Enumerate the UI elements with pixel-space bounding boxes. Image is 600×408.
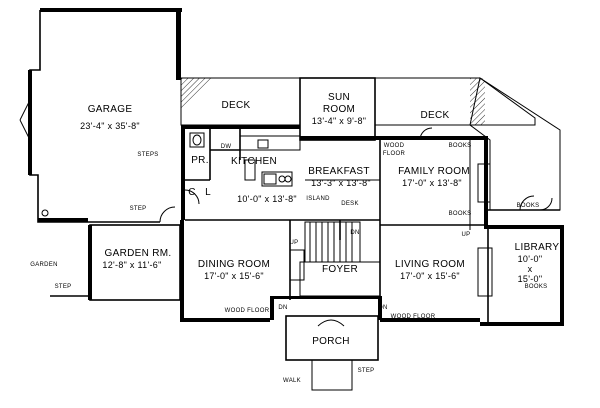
family-room-dims: 17'-0" x 13'-8" (402, 178, 462, 188)
library-label: LIBRARY (515, 242, 560, 253)
library-dims-3: 15'-0" (518, 274, 543, 284)
deck-right-label: DECK (421, 110, 450, 121)
dn-note-1: DN (350, 230, 359, 236)
step-garden-note: STEP (55, 284, 72, 290)
foyer-label: FOYER (322, 264, 358, 275)
closet-l-label: L (205, 187, 211, 198)
library-dims-2: x (528, 264, 533, 274)
up-note-1: UP (290, 240, 299, 246)
garden-room-label: GARDEN RM. (105, 248, 172, 259)
wood-floor-living-note: WOOD FLOOR (391, 314, 436, 320)
step-porch-note: STEP (358, 368, 375, 374)
books-note-4: BOOKS (525, 284, 548, 290)
books-note-1: BOOKS (449, 143, 472, 149)
step-garage-note: STEP (130, 206, 147, 212)
books-note-2: BOOKS (449, 211, 472, 217)
porch (285, 315, 379, 391)
desk-note: DESK (341, 201, 359, 207)
fireplaces (477, 163, 493, 297)
up-note-2: UP (462, 232, 471, 238)
deck-left-label: DECK (222, 100, 251, 111)
kitchen-label: KITCHEN (231, 156, 277, 167)
wood-floor-family-note-2: FLOOR (383, 151, 406, 157)
dw-label: DW (221, 144, 232, 150)
sun-room-label-1: SUN (328, 92, 350, 103)
dining-room-dims: 17'-0" x 15'-6" (204, 271, 264, 281)
steps-note: STEPS (137, 152, 158, 158)
wood-floor-dining-note: WOOD FLOOR (225, 308, 270, 314)
books-note-3: BOOKS (517, 203, 540, 209)
garage (19, 8, 182, 223)
powder-room-label: PR. (191, 155, 209, 166)
library-dims-1: 10'-0" (518, 254, 543, 264)
wood-floor-family-note-1: WOOD (384, 143, 405, 149)
dining-room-label: DINING ROOM (198, 259, 270, 270)
garden-note: GARDEN (30, 262, 57, 268)
walk-note: WALK (283, 378, 301, 384)
garage-dims: 23'-4" x 35'-8" (80, 121, 140, 131)
house-walls (180, 125, 564, 326)
staircase (289, 221, 361, 281)
deck-area (180, 77, 561, 211)
closet-c-label: C (188, 187, 196, 198)
island-note: ISLAND (306, 196, 330, 202)
living-room-dims: 17'-0" x 15'-6" (400, 271, 460, 281)
porch-label: PORCH (312, 336, 350, 347)
dn-note-2: DN (378, 305, 387, 311)
foyer-floor (299, 261, 381, 297)
family-room-label: FAMILY ROOM (398, 166, 470, 177)
garden-room-dims: 12'-8" x 11'-6" (102, 260, 161, 270)
dn-note-3: DN (278, 305, 287, 311)
breakfast-label: BREAKFAST (308, 166, 370, 177)
kitchen-fixtures (189, 132, 301, 187)
garden-room (88, 224, 181, 301)
doors (50, 127, 553, 297)
breakfast-dims: 13'-3" x 13'-8" (311, 178, 371, 188)
sun-room-label-2: ROOM (323, 104, 355, 115)
sun-room-dims: 13'-4" x 9'-8" (312, 116, 367, 126)
living-room-label: LIVING ROOM (395, 259, 465, 270)
kitchen-dims: 10'-0" x 13'-8" (237, 194, 297, 204)
garage-label: GARAGE (88, 104, 133, 115)
